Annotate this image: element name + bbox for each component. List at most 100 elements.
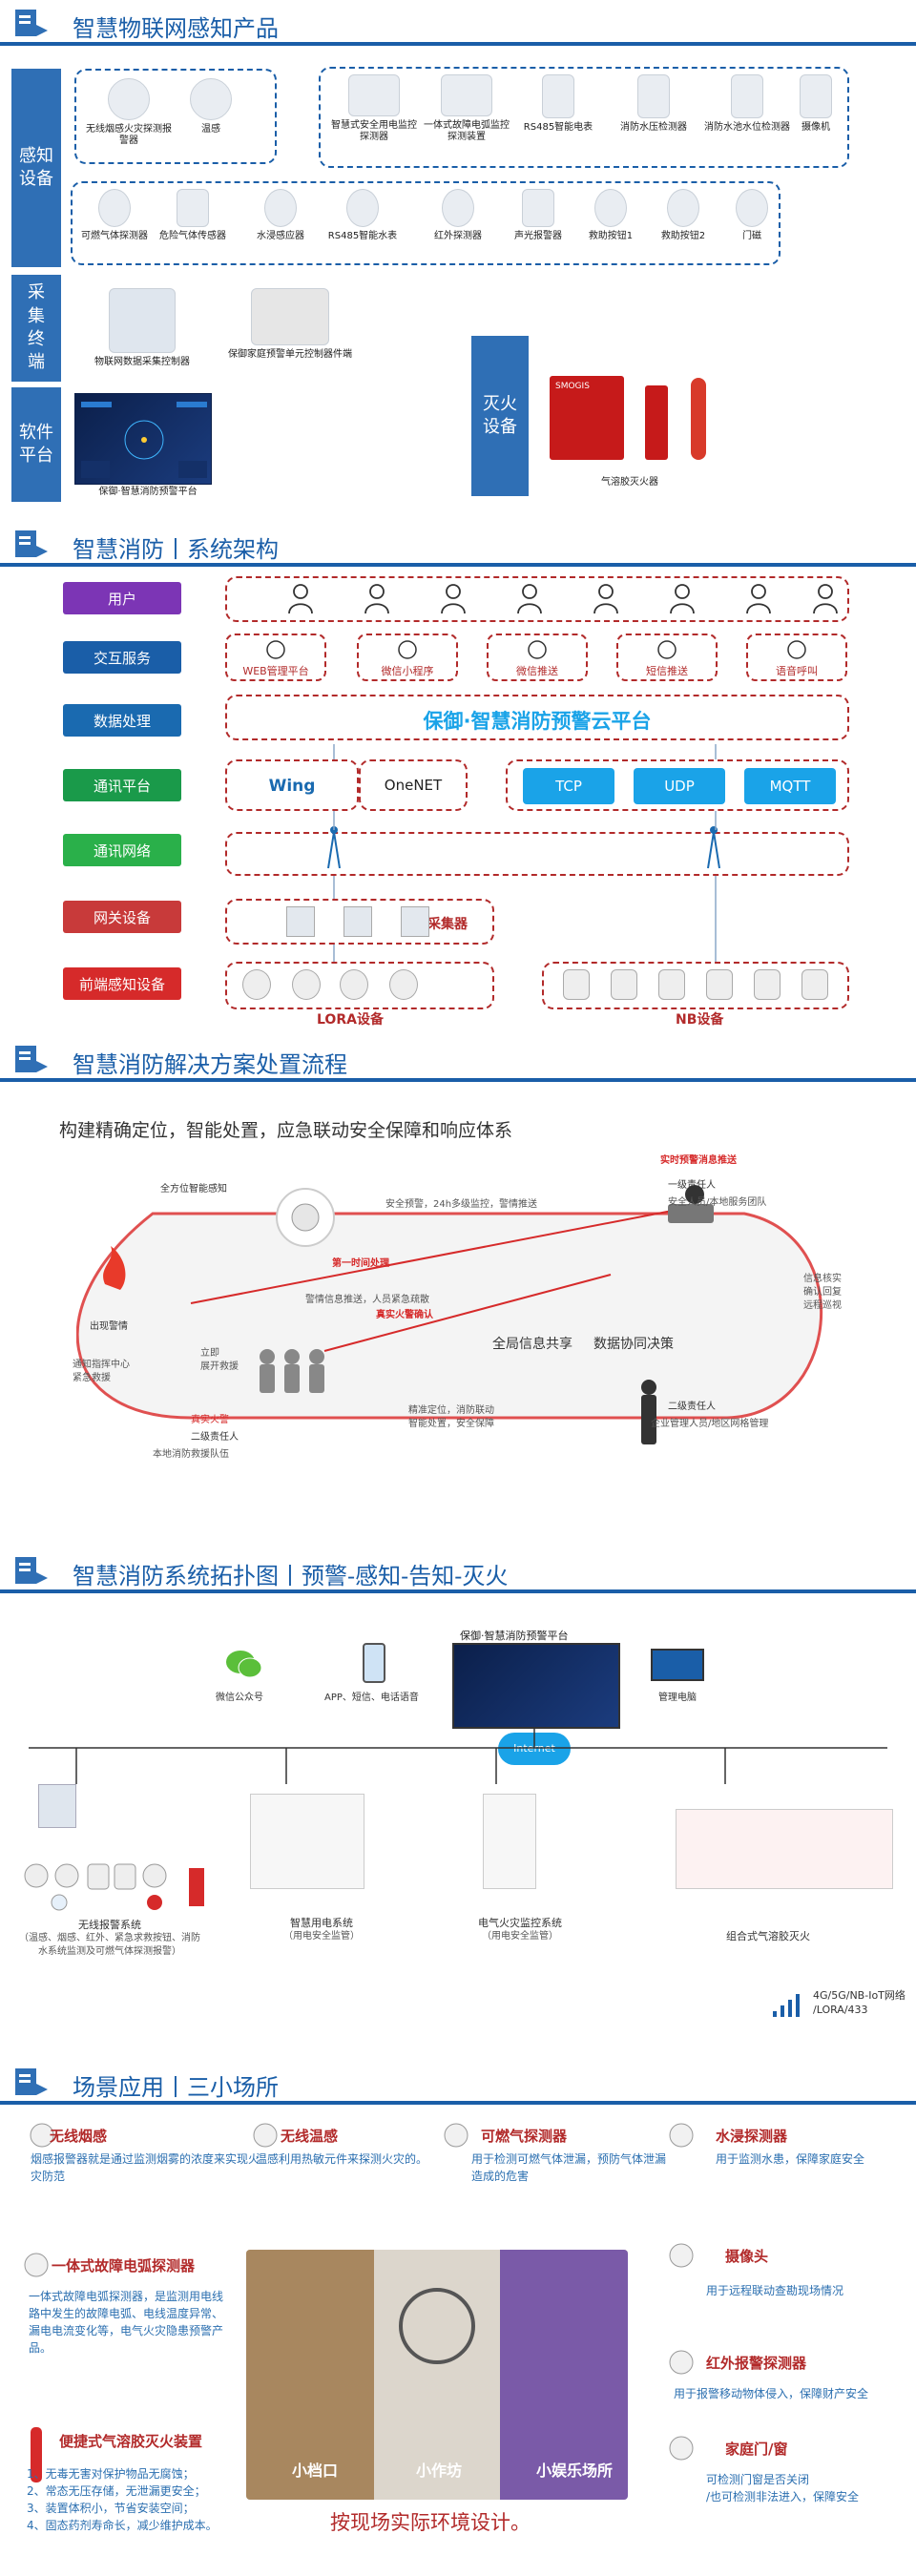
lora-row	[225, 962, 494, 1009]
perception-device: RS485智能电表	[515, 74, 601, 134]
nb-device	[658, 969, 685, 1000]
topo-system-1: 智慧用电系统（用电安全监管）	[283, 1917, 360, 1942]
perception-device: 无线烟感火灾探测报警器	[86, 78, 172, 147]
section4-title: 智慧消防系统拓扑图丨预警-感知-告知-灭火	[73, 1563, 509, 1589]
perception-device: 一体式故障电弧监控探测装置	[424, 74, 510, 143]
app-label: APP、短信、电话语音	[324, 1693, 419, 1703]
section4-header: 智慧消防系统拓扑图丨预警-感知-告知-灭火	[0, 1548, 916, 1593]
perception-device: 红外探测器	[420, 189, 496, 242]
card-title: 红外报警探测器	[706, 2355, 807, 2372]
card-icon	[669, 2243, 694, 2268]
layer-2: 数据处理	[63, 704, 181, 737]
section2-header: 智慧消防丨系统架构	[0, 521, 916, 567]
protocol-row	[506, 759, 849, 811]
process-text-rescue1: 真实火警	[191, 1415, 229, 1425]
process-text-push: 实时预警消息推送	[660, 1155, 737, 1166]
service-0: WEB管理平台	[225, 634, 326, 681]
card-icon	[24, 2253, 49, 2277]
process-text-rescue2: 二级责任人	[191, 1432, 239, 1443]
scene-label: 小档口	[292, 2462, 339, 2480]
process-text-share: 全局信息共享	[492, 1337, 572, 1352]
section5-title: 场景应用丨三小场所	[73, 2074, 279, 2101]
perception-device: 水浸感应器	[242, 189, 319, 242]
scene-caption: 按现场实际环境设计。	[330, 2511, 531, 2534]
card-desc: 用于检测可燃气体泄漏，预防气体泄漏造成的危害	[471, 2152, 667, 2183]
card-title: 一体式故障电弧探测器	[52, 2257, 196, 2275]
service-icon	[528, 640, 547, 659]
user-icon	[746, 584, 771, 614]
perception-device: 声光报警器	[500, 189, 576, 242]
service-2: 微信推送	[487, 634, 588, 681]
card-desc: 1、无毒无害对保护物品无腐蚀； 2、常态无压存储，无泄漏更安全； 3、装置体积小…	[27, 2467, 218, 2532]
service-4: 语音呼叫	[746, 634, 847, 681]
family-controller-device: 保御家庭预警单元控制器件端	[214, 288, 366, 361]
process-diagram	[76, 1185, 823, 1444]
service-icon	[266, 640, 285, 659]
lora-label: LORA设备	[317, 1012, 384, 1028]
scene-image	[246, 2250, 628, 2500]
nb-device	[754, 969, 781, 1000]
process-subtitle: 构建精确定位，智能处置，应急联动安全保障和响应体系	[59, 1120, 513, 1141]
software-screenshot	[74, 393, 212, 485]
wechat-label: 微信公众号	[216, 1693, 263, 1703]
collector-device: 物联网数据采集控制器	[80, 288, 204, 368]
section3-title: 智慧消防解决方案处置流程	[73, 1051, 347, 1078]
process-text-info: 警情信息推送，人员紧急疏散	[305, 1295, 429, 1305]
layer-6: 前端感知设备	[63, 967, 181, 1000]
user-icon	[517, 584, 542, 614]
layer-3: 通讯平台	[63, 769, 181, 801]
perception-device: 救助按钮2	[645, 189, 721, 242]
user-icon	[364, 584, 389, 614]
layer-0: 用户	[63, 582, 181, 614]
pc-icon	[651, 1649, 704, 1681]
aerosol-tube	[691, 378, 706, 460]
side-fire: 灭火 设备	[471, 336, 529, 496]
platform-row: 保御·智慧消防预警云平台	[225, 695, 849, 740]
fire-label: 气溶胶灭火器	[601, 477, 658, 488]
scene-label: 小作坊	[416, 2462, 463, 2480]
card-icon	[30, 2123, 54, 2148]
tower-icon	[707, 826, 720, 869]
perception-device: 消防水压检测器	[611, 74, 697, 134]
gateway-device	[286, 906, 315, 937]
process-text-really: 真实火警确认	[376, 1310, 433, 1320]
process-text-respond: 安全预警，24h多级监控，警情推送	[385, 1199, 538, 1210]
document-icon	[15, 1046, 48, 1072]
service-icon	[398, 640, 417, 659]
nb-device	[611, 969, 637, 1000]
card-desc: 用于报警移动物体侵入，保障财产安全	[674, 2387, 869, 2400]
section2-title: 智慧消防丨系统架构	[73, 536, 279, 563]
gateway-device	[344, 906, 372, 937]
software-label: 保御·智慧消防预警平台	[98, 487, 198, 497]
arch-arrows	[333, 744, 717, 962]
card-desc: 烟感报警器就是通过监测烟雾的浓度来实现火灾防范	[31, 2152, 260, 2183]
nb-device	[706, 969, 733, 1000]
user-icon	[593, 584, 618, 614]
process-text-collab: 数据协同决策	[593, 1337, 674, 1352]
process-text-rescue3: 本地消防救援队伍	[153, 1449, 229, 1460]
alarm-devices	[21, 1860, 212, 1912]
topo-lines	[29, 1727, 887, 1784]
process-text-alarm: 出现警情	[90, 1321, 128, 1332]
tcp-chip: TCP	[523, 768, 614, 804]
topo-system-3: 组合式气溶胶灭火	[726, 1930, 810, 1942]
group-row2	[71, 181, 781, 265]
document-icon	[15, 10, 48, 36]
user-icon	[670, 584, 695, 614]
perception-device: 温感	[168, 78, 254, 135]
card-icon	[253, 2123, 278, 2148]
lora-device	[292, 969, 321, 1000]
nb-label: NB设备	[676, 1012, 724, 1028]
nb-device	[802, 969, 828, 1000]
card-title: 摄像头	[725, 2248, 769, 2265]
aerosol-cabinet: SMOGIS	[550, 376, 624, 460]
group-row1-right	[319, 67, 849, 168]
process-text-sense: 全方位智能感知	[160, 1184, 227, 1195]
process-text-lvl1d: 安全人员/本地服务团队	[668, 1197, 767, 1208]
udp-chip: UDP	[634, 768, 725, 804]
perception-device: 摄像机	[773, 74, 859, 134]
smart-power-panel	[250, 1794, 364, 1889]
process-text-lvl1: 一级责任人	[668, 1180, 716, 1191]
alarm-host	[38, 1784, 76, 1828]
card-desc: 温感利用热敏元件来探测火灾的。	[256, 2152, 428, 2166]
